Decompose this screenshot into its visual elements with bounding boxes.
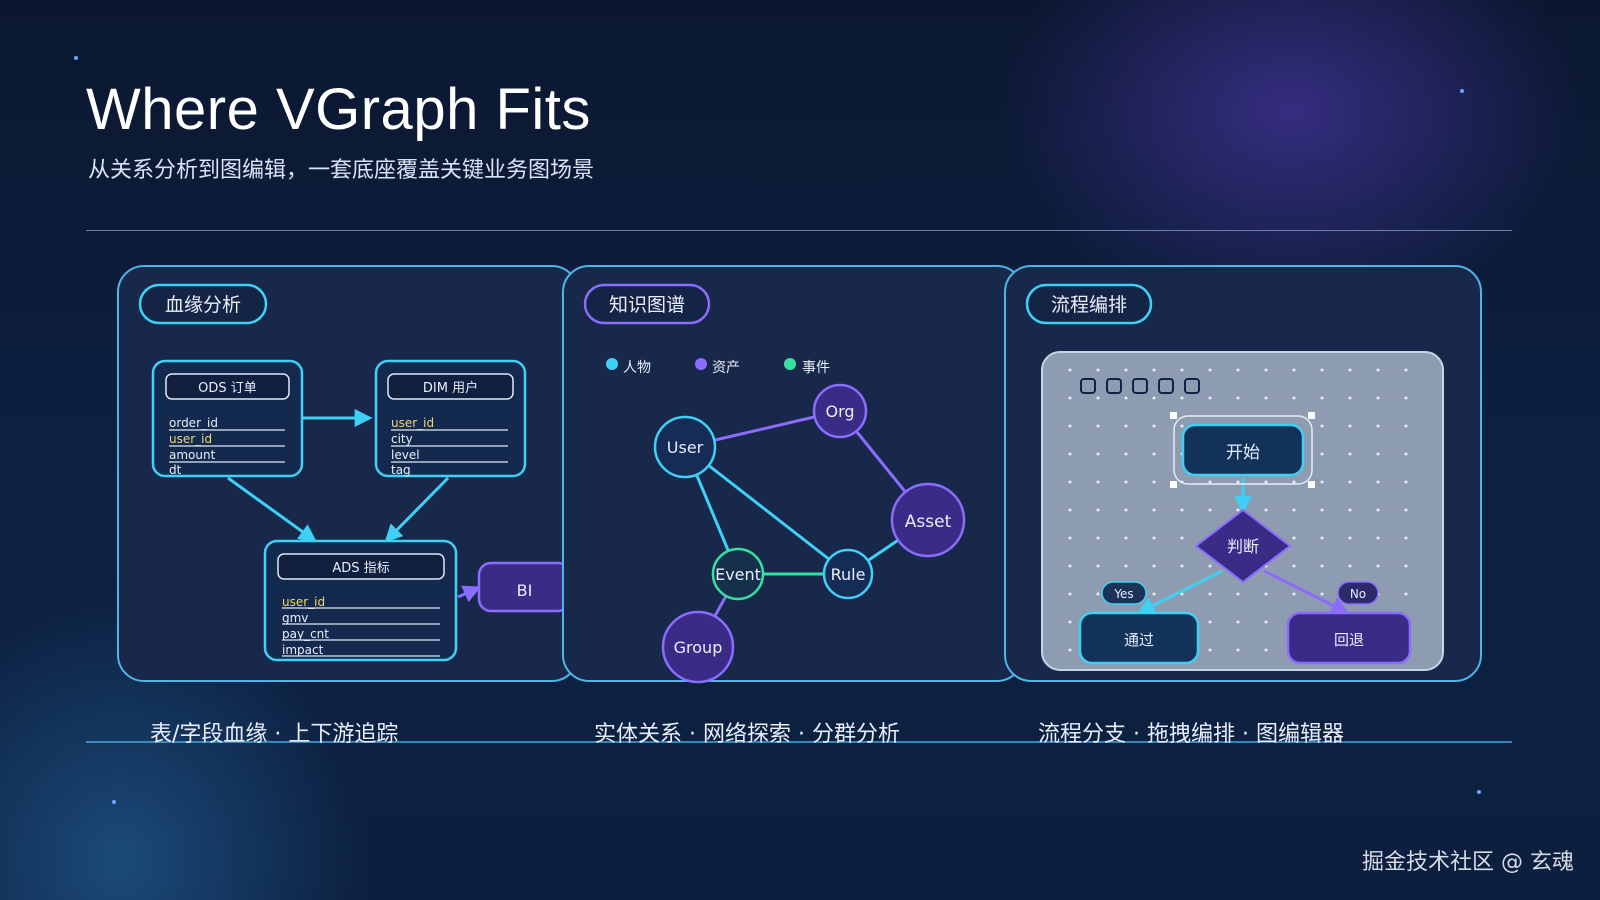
toolbar-tool-icon[interactable] (1184, 378, 1200, 394)
star-dot (1460, 89, 1464, 93)
branch-label-no: No (1337, 581, 1379, 605)
knowledge-panel: 知识图谱 人物 资产 事件 User Org Asset (562, 265, 1024, 684)
toolbar-tool-icon[interactable] (1106, 378, 1122, 394)
legend-swatch-event (784, 358, 796, 370)
graph-node-user[interactable]: User (653, 415, 717, 479)
dim-field: tag (391, 463, 411, 477)
watermark: 掘金技术社区 @ 玄魂 (1362, 850, 1574, 875)
graph-node-rule[interactable]: Rule (822, 548, 874, 600)
ods-field: amount (169, 448, 216, 462)
star-dot (74, 56, 78, 60)
legend-label: 事件 (802, 360, 830, 376)
branch-label-yes: Yes (1101, 581, 1147, 605)
graph-node-user-label: User (667, 438, 704, 457)
bi-node-label: BI (517, 581, 533, 600)
page-subtitle: 从关系分析到图编辑，一套底座覆盖关键业务图场景 (88, 158, 595, 183)
flow-node-reject-label: 回退 (1334, 631, 1364, 649)
ods-field-highlight: user_id (169, 432, 212, 446)
branch-label-no-text: No (1350, 587, 1366, 601)
graph-node-asset-label: Asset (905, 512, 952, 532)
star-dot (112, 800, 116, 804)
resize-handle[interactable] (1308, 481, 1315, 488)
legend-label: 人物 (623, 360, 651, 376)
flow-tag-label: 流程编排 (1051, 294, 1127, 316)
knowledge-tag-label: 知识图谱 (609, 294, 685, 316)
legend-label: 资产 (712, 360, 740, 376)
resize-handle[interactable] (1308, 412, 1315, 419)
edge-decision-yes (1136, 569, 1223, 614)
lineage-caption: 表/字段血缘 · 上下游追踪 (150, 722, 399, 747)
edge-decision-no (1263, 569, 1350, 614)
graph-node-group-label: Group (674, 638, 723, 657)
knowledge-panel-frame (562, 265, 1024, 682)
toolbar-tool-icon[interactable] (1080, 378, 1096, 394)
flow-panel: 流程编排 开始 (1004, 265, 1482, 682)
ads-field-highlight: user_id (282, 595, 325, 609)
ods-table-node[interactable]: ODS 订单 order_id user_id amount dt (151, 359, 304, 478)
resize-handle[interactable] (1170, 481, 1177, 488)
flow-node-reject[interactable]: 回退 (1286, 611, 1412, 665)
flow-node-start-label: 开始 (1226, 443, 1260, 463)
graph-node-org-label: Org (825, 402, 854, 421)
flow-node-pass-label: 通过 (1124, 631, 1154, 649)
dim-table-header: DIM 用户 (423, 380, 478, 396)
edge-ads-to-bi (457, 585, 482, 603)
flow-caption: 流程分支 · 拖拽编排 · 图编辑器 (1038, 722, 1344, 747)
graph-node-asset[interactable]: Asset (890, 482, 966, 558)
dim-field-highlight: user_id (391, 416, 434, 430)
knowledge-caption: 实体关系 · 网络探索 · 分群分析 (594, 722, 900, 747)
dim-field: city (391, 432, 413, 446)
star-dot (1477, 790, 1481, 794)
lineage-panel: 血缘分析 ODS 订单 order_id user_id amount dt D… (117, 265, 579, 682)
legend-swatch-asset (695, 358, 707, 370)
graph-node-org[interactable]: Org (812, 383, 868, 439)
start-node-selection (1170, 412, 1315, 488)
knowledge-legend: 人物 资产 事件 (606, 358, 830, 376)
ads-table-header: ADS 指标 (332, 561, 389, 576)
ods-field: order_id (169, 416, 218, 430)
edge-ods-to-ads (227, 476, 317, 543)
dim-table-node[interactable]: DIM 用户 user_id city level tag (374, 359, 527, 478)
edge-dim-to-ads (384, 476, 450, 543)
knowledge-tag-pill (583, 283, 711, 325)
ads-field: gmv (282, 611, 308, 625)
graph-node-event-label: Event (715, 565, 761, 584)
bi-node[interactable]: BI (477, 561, 572, 613)
dim-field: level (391, 448, 420, 462)
graph-node-group[interactable]: Group (661, 610, 735, 684)
ods-field: dt (169, 463, 182, 477)
ads-field: pay_cnt (282, 627, 329, 641)
ods-table-header: ODS 订单 (198, 381, 257, 396)
ads-table-node[interactable]: ADS 指标 user_id gmv pay_cnt impact (263, 539, 458, 662)
flow-node-decision-label: 判断 (1227, 537, 1259, 556)
resize-handle[interactable] (1170, 412, 1177, 419)
flow-node-pass[interactable]: 通过 (1078, 611, 1200, 665)
toolbar-tool-icon[interactable] (1158, 378, 1174, 394)
toolbar-tool-icon[interactable] (1132, 378, 1148, 394)
caption-divider (86, 741, 1512, 743)
flow-tag-pill (1025, 283, 1153, 325)
graph-node-event[interactable]: Event (711, 547, 765, 601)
flow-node-start[interactable]: 开始 (1181, 423, 1305, 477)
flow-toolbar (1080, 378, 1200, 394)
lineage-tag-label: 血缘分析 (165, 294, 241, 316)
page-title: Where VGraph Fits (86, 77, 591, 142)
lineage-tag-pill (138, 283, 268, 325)
graph-node-rule-label: Rule (831, 565, 866, 584)
ads-field: impact (282, 643, 324, 657)
branch-label-yes-text: Yes (1113, 587, 1133, 601)
edge-user-rule (684, 445, 849, 576)
header-divider (86, 230, 1512, 231)
legend-swatch-person (606, 358, 618, 370)
flow-node-decision[interactable]: 判断 (1194, 508, 1292, 584)
